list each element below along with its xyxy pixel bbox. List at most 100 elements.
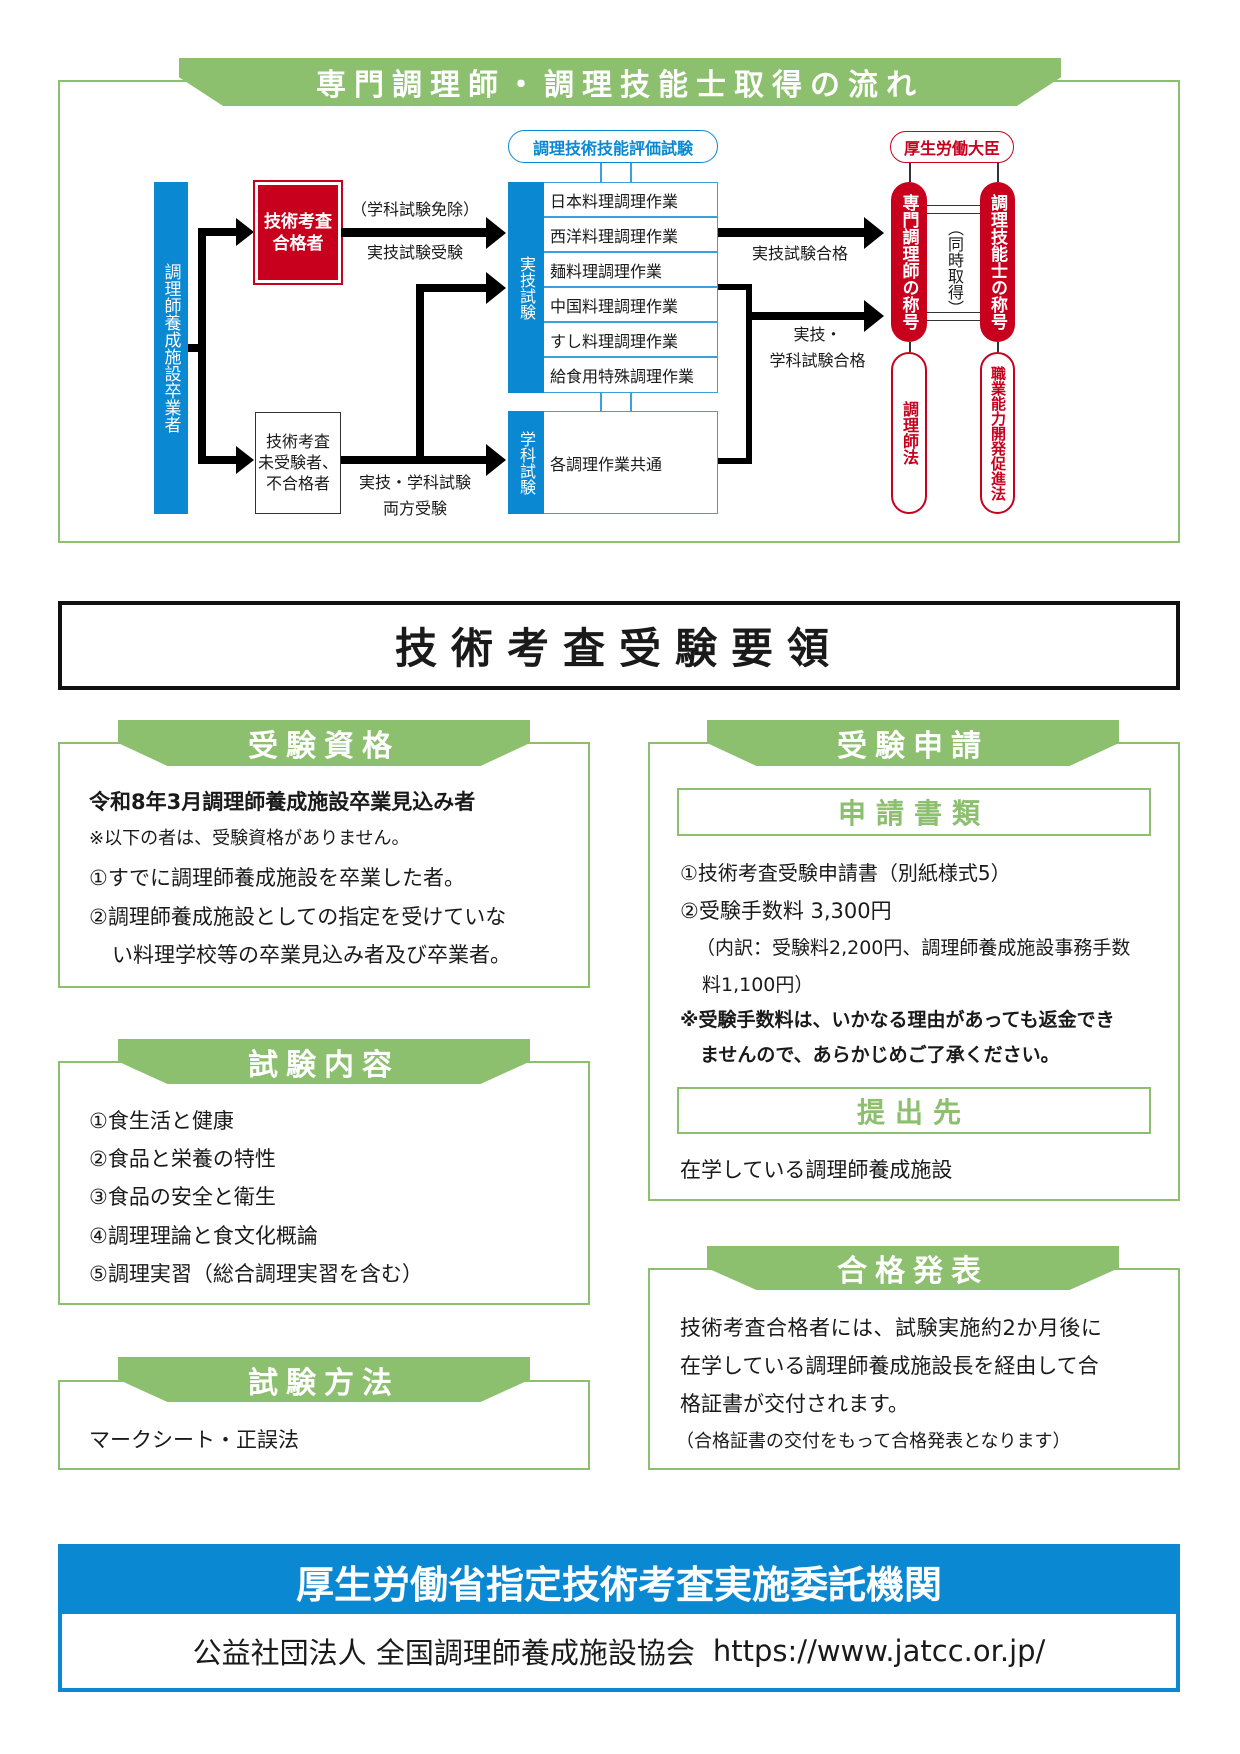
submit-text: 在学している調理師養成施設	[680, 1158, 953, 1182]
law-cooks-pill: 調理師法	[891, 352, 927, 514]
content-panel	[58, 1061, 590, 1305]
practical-exam-label: 実技試験受験	[366, 243, 463, 262]
footer-contact: 公益社団法人 全国調理師養成施設協会 https://www.jatcc.or.…	[62, 1614, 1176, 1688]
application-heading: 受験申請	[707, 720, 1119, 766]
refund-note: ※受験手数料は、いかなる理由があっても返金でき	[680, 1009, 1115, 1031]
academic-exam-label: 学科試験	[508, 411, 544, 514]
content-line: ⑤調理実習（総合調理実習を含む）	[89, 1262, 423, 1286]
announcement-line: 格証書が交付されます。	[680, 1392, 909, 1416]
flow-title: 専門調理師・調理技能士取得の流れ	[179, 58, 1061, 106]
exempt-label: （学科試験免除）	[350, 200, 479, 219]
content-line: ①食生活と健康	[89, 1109, 234, 1133]
connector	[341, 228, 489, 237]
practical-item: 日本料理調理作業	[544, 182, 718, 217]
practical-item: すし料理調理作業	[544, 322, 718, 357]
both-exam-line: 実技・学科試験	[358, 473, 471, 492]
connector	[198, 228, 206, 464]
connector	[630, 393, 632, 411]
both-exam-label: 実技・学科試験 両方受験	[345, 470, 485, 522]
connector	[600, 393, 602, 411]
connector	[997, 342, 999, 352]
application-fee: ②受験手数料 3,300円	[680, 899, 892, 923]
both-exam-line: 両方受験	[382, 499, 447, 518]
connector	[997, 163, 999, 182]
announcement-heading: 合格発表	[707, 1246, 1119, 1290]
connector	[416, 284, 424, 462]
connector	[746, 312, 866, 320]
eligibility-note: ※以下の者は、受験資格がありません。	[89, 828, 410, 849]
footer-url[interactable]: https://www.jatcc.or.jp/	[712, 1634, 1046, 1668]
method-heading: 試験方法	[118, 1357, 530, 1402]
content-heading: 試験内容	[118, 1039, 530, 1084]
evaluation-exam-pill: 調理技術技能評価試験	[508, 130, 718, 163]
announcement-note: （合格証書の交付をもって合格発表となります）	[676, 1431, 1071, 1452]
connector	[746, 284, 752, 464]
not-passed-box: 技術考査 未受験者、 不合格者	[255, 412, 341, 514]
connector	[600, 163, 602, 182]
both-pass-line: 実技・	[793, 325, 842, 344]
connector	[198, 456, 238, 464]
practical-item: 給食用特殊調理作業	[544, 357, 718, 393]
simultaneous-label: （同時取得）	[945, 220, 964, 316]
arrow-head	[486, 217, 506, 249]
announcement-panel	[648, 1268, 1180, 1470]
guide-title: 技術考査受験要領	[58, 601, 1180, 690]
connector	[341, 456, 489, 464]
footer-title: 厚生労働省指定技術考査実施委託機関	[62, 1548, 1176, 1614]
announcement-line: 技術考査合格者には、試験実施約2か月後に	[680, 1316, 1103, 1340]
arrow-head	[486, 444, 506, 476]
content-line: ②食品と栄養の特性	[89, 1147, 276, 1171]
practical-item: 麺料理調理作業	[544, 252, 718, 287]
connector	[718, 284, 752, 290]
law-vocational-pill: 職業能力開発促進法	[980, 352, 1015, 514]
practical-pass-label: 実技試験合格	[751, 244, 848, 263]
eligibility-main: 令和8年3月調理師養成施設卒業見込み者	[89, 790, 476, 814]
arrow-head	[236, 446, 254, 474]
passed-line: 技術考査	[264, 212, 332, 232]
eligibility-line: い料理学校等の卒業見込み者及び卒業者。	[112, 943, 511, 967]
practical-exam-label: 実技試験	[508, 182, 544, 393]
announcement-line: 在学している調理師養成施設長を経由して合	[680, 1354, 1099, 1378]
connector	[718, 458, 752, 464]
graduates-bar: 調理師養成施設卒業者	[154, 182, 188, 514]
not-passed-line: 不合格者	[265, 474, 330, 493]
submit-heading: 提出先	[677, 1087, 1151, 1134]
not-passed-line: 未受験者、	[257, 453, 338, 472]
arrow-head	[236, 218, 254, 246]
docs-heading: 申請書類	[677, 788, 1151, 836]
academic-item: 各調理作業共通	[544, 411, 718, 514]
application-line: 料1,100円）	[702, 974, 814, 996]
passed-line: 合格者	[272, 234, 324, 254]
practical-item: 中国料理調理作業	[544, 287, 718, 322]
arrow-head	[486, 272, 506, 304]
footer-organization: 公益社団法人 全国調理師養成施設協会	[192, 1636, 695, 1670]
title-technician-pill: 調理技能士の称号	[980, 182, 1015, 342]
eligibility-heading: 受験資格	[118, 720, 530, 766]
connector	[630, 163, 632, 182]
both-pass-line: 学科試験合格	[769, 351, 866, 370]
eligibility-panel	[58, 742, 590, 988]
method-text: マークシート・正誤法	[89, 1428, 299, 1452]
not-passed-line: 技術考査	[265, 432, 330, 451]
both-pass-label: 実技・ 学科試験合格	[755, 322, 880, 374]
passed-box: 技術考査 合格者	[253, 180, 343, 285]
refund-note: ませんので、あらかじめご了承ください。	[700, 1044, 1060, 1066]
arrow-head	[864, 217, 884, 249]
minister-pill: 厚生労働大臣	[890, 131, 1014, 163]
footer-panel: 厚生労働省指定技術考査実施委託機関 公益社団法人 全国調理師養成施設協会 htt…	[58, 1544, 1180, 1692]
application-line: （内訳：受験料2,200円、調理師養成施設事務手数	[696, 937, 1131, 959]
content-line: ③食品の安全と衛生	[89, 1185, 276, 1209]
arrow-head	[864, 300, 884, 332]
connector	[909, 342, 911, 352]
connector	[416, 284, 488, 292]
connector	[927, 312, 980, 321]
connector	[718, 228, 866, 237]
eligibility-line: ②調理師養成施設としての指定を受けていな	[89, 905, 507, 929]
connector	[188, 344, 206, 352]
title-specialist-pill: 専門調理師の称号	[891, 182, 927, 342]
eligibility-line: ①すでに調理師養成施設を卒業した者。	[89, 866, 466, 890]
connector	[909, 163, 911, 182]
connector	[927, 205, 980, 214]
practical-item: 西洋料理調理作業	[544, 217, 718, 252]
content-line: ④調理理論と食文化概論	[89, 1224, 318, 1248]
